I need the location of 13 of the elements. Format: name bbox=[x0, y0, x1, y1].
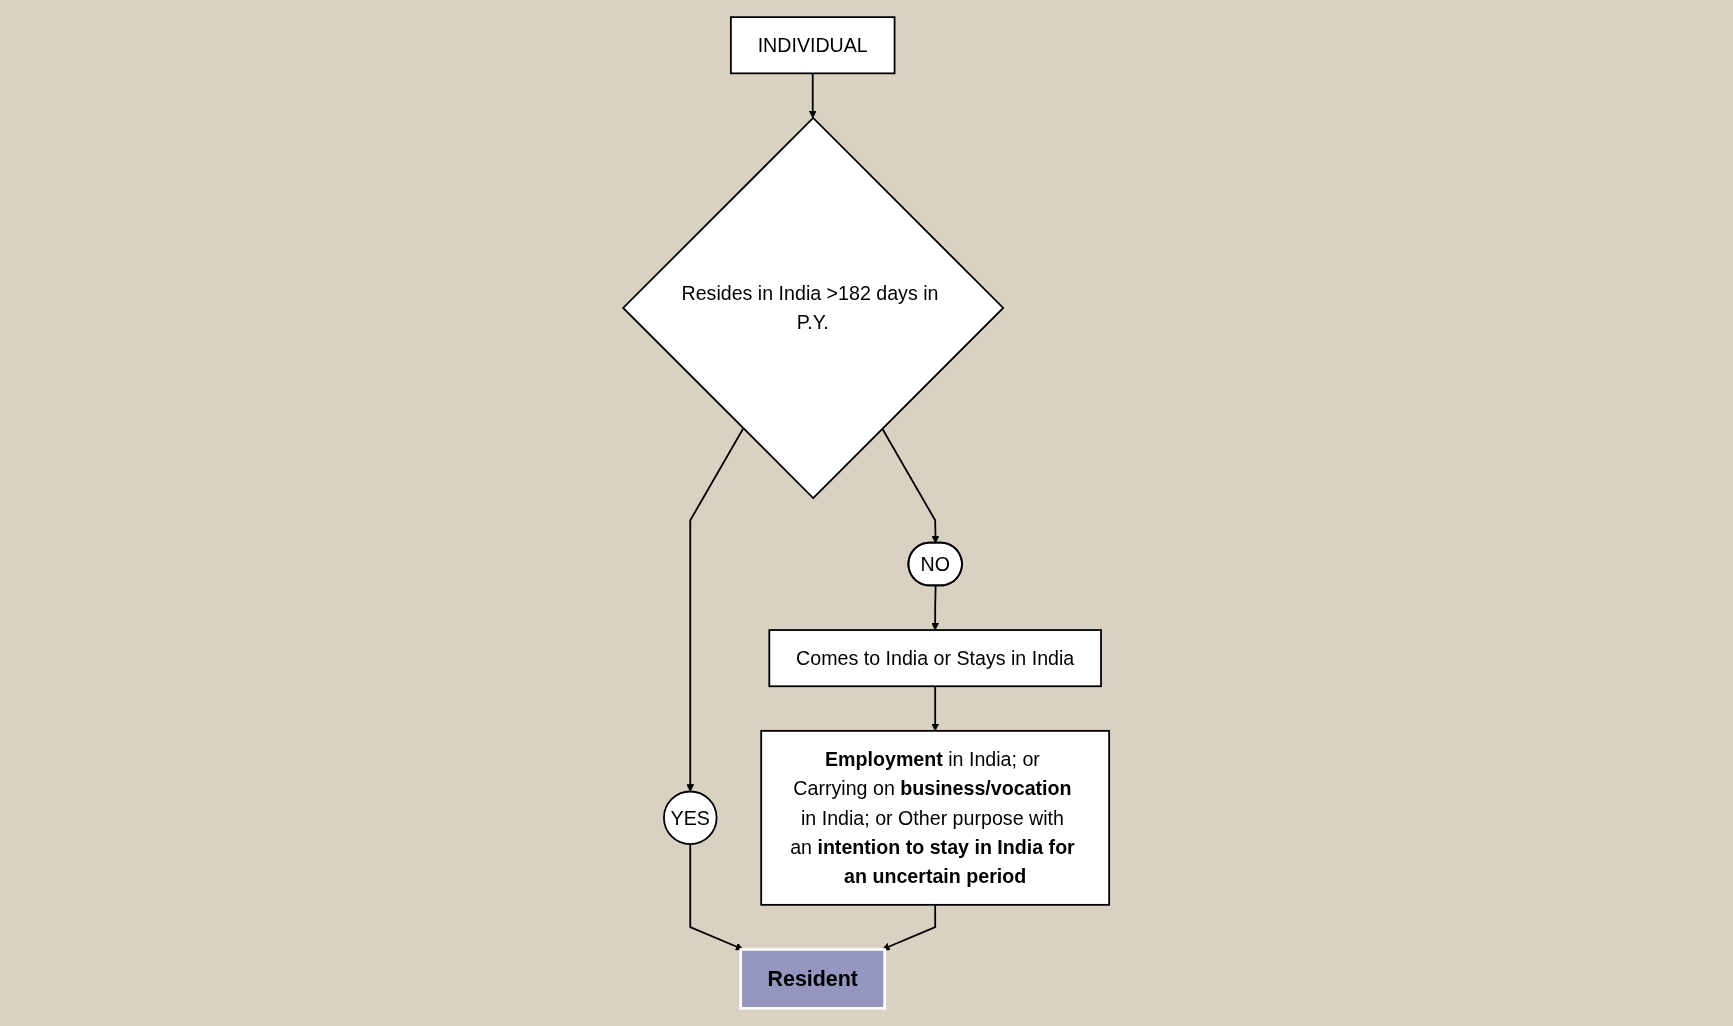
node-box: Employment in India; or Carrying on business/vocation in India; or Other purpose with an intention to stay in India for an uncertain period bbox=[760, 730, 1111, 906]
arrow bbox=[686, 427, 745, 793]
arrow bbox=[882, 904, 937, 951]
node-circle: YES bbox=[663, 790, 718, 846]
node-box: Comes to India or Stays in India bbox=[768, 629, 1103, 688]
node-diamond: Resides in India >182 days in P.Y. bbox=[622, 116, 1005, 500]
arrow bbox=[809, 72, 817, 119]
arrow bbox=[881, 427, 940, 544]
node-box: Resident bbox=[739, 948, 887, 1010]
arrow bbox=[689, 843, 744, 951]
arrow bbox=[931, 585, 940, 631]
node-box: INDIVIDUAL bbox=[730, 16, 896, 75]
arrow bbox=[931, 685, 940, 732]
